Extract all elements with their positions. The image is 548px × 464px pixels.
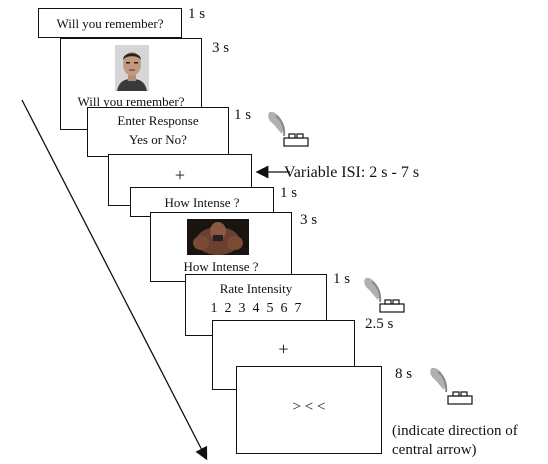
duration-label: 1 s — [280, 185, 298, 201]
duration-label: Variable ISI: 2 s - 7 s — [284, 164, 420, 181]
response-instruction-line1: (indicate direction of — [392, 423, 518, 439]
hand-press-icon — [364, 277, 405, 313]
fixation-cross: + — [174, 165, 186, 185]
screen-will-you-remember-1: Will you remember? — [38, 8, 182, 38]
screen-text: How Intense ? — [164, 195, 240, 210]
screen-enter-response: Enter Response Yes or No? — [87, 107, 229, 157]
face-photo — [115, 45, 149, 91]
screen-text: Will you remember? — [56, 16, 164, 31]
fixation-cross: + — [278, 339, 289, 359]
hand-press-icon — [268, 111, 309, 147]
hand-press-icon — [430, 367, 473, 405]
screen-text-line1: Rate Intensity — [219, 281, 293, 296]
duration-label: 1 s — [234, 107, 252, 123]
screen-how-intense-image: How Intense ? — [150, 212, 292, 282]
screen-text-line1: Enter Response — [117, 113, 199, 128]
screen-text: How Intense ? — [183, 259, 259, 274]
response-instruction-line2: central arrow) — [392, 442, 477, 458]
rating-scale: 1 2 3 4 5 6 7 — [210, 301, 302, 316]
duration-label: 8 s — [395, 366, 413, 382]
duration-label: 1 s — [333, 271, 351, 287]
flanker-stimulus: > < < — [292, 399, 326, 415]
duration-label: 2.5 s — [365, 316, 394, 332]
duration-label: 3 s — [212, 40, 230, 56]
aversive-photo — [187, 219, 249, 255]
screen-flanker-arrows: > < < — [236, 366, 382, 454]
duration-label: 1 s — [188, 6, 206, 22]
screen-text-line2: Yes or No? — [129, 132, 187, 147]
duration-label: 3 s — [300, 212, 318, 228]
